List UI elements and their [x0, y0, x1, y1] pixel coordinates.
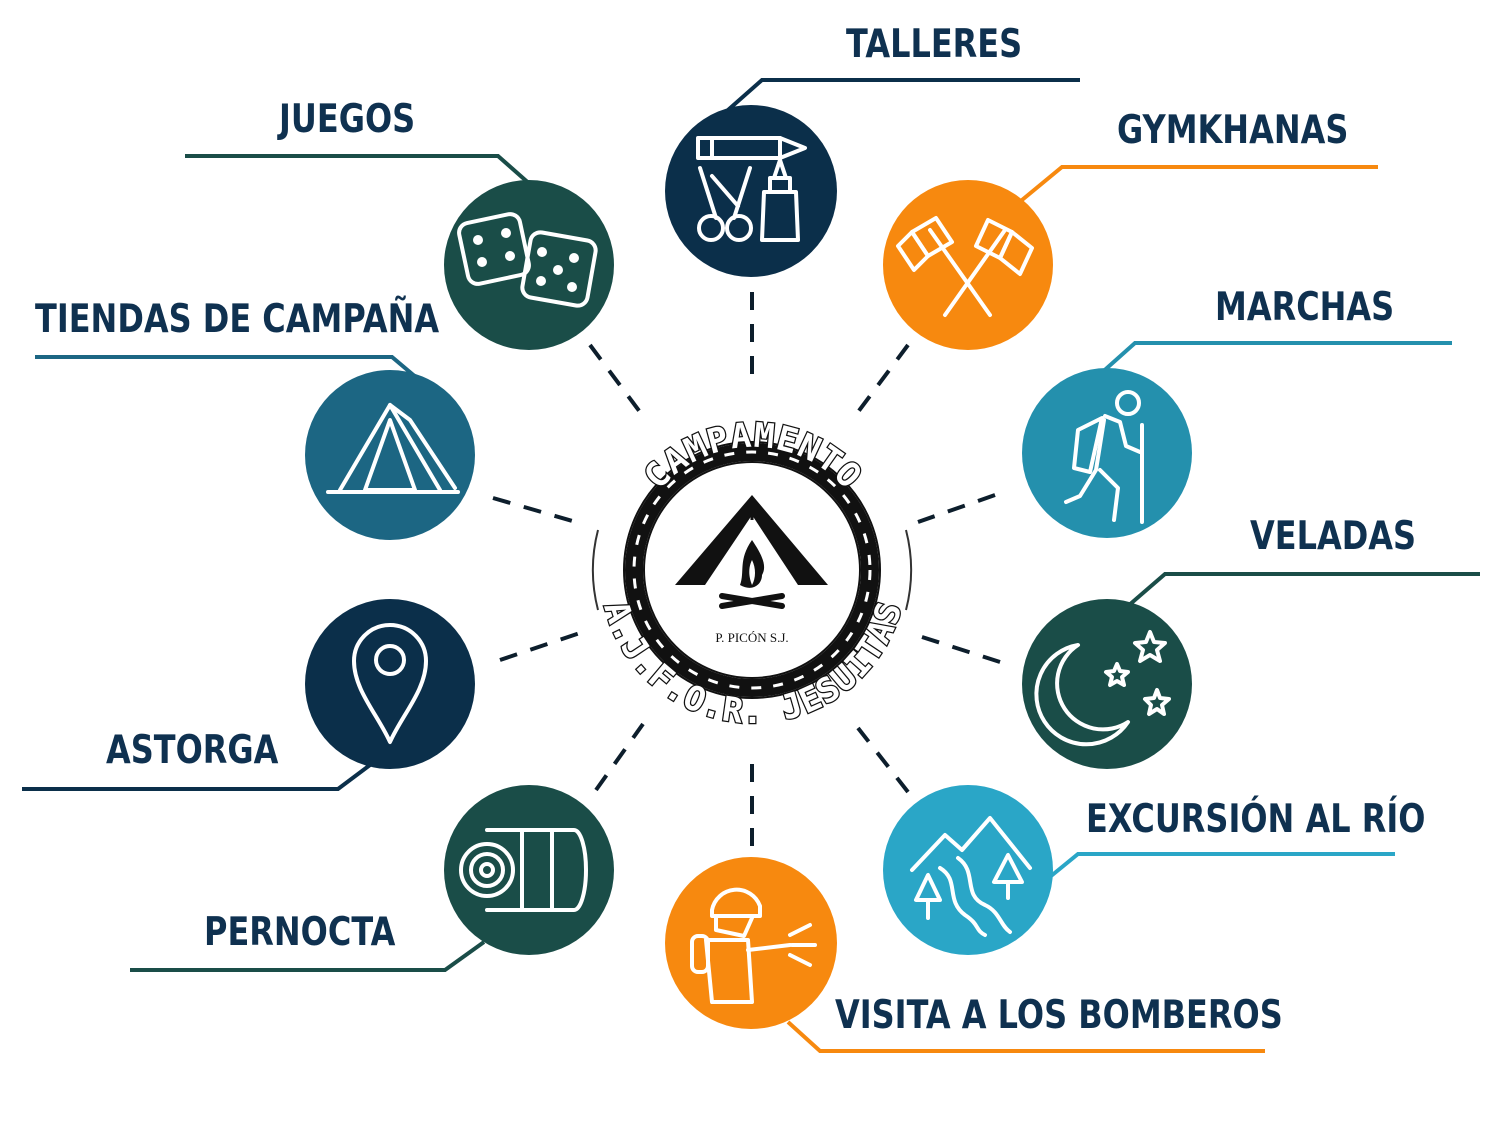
label-pernocta: PERNOCTA — [204, 910, 396, 955]
connector-excursion — [1038, 852, 1395, 887]
connector-marchas — [1096, 341, 1452, 378]
label-juegos: JUEGOS — [279, 97, 416, 142]
label-astorga: ASTORGA — [106, 728, 279, 773]
dice-dots — [473, 228, 579, 292]
crossed-flags-icon — [896, 216, 1034, 317]
spoke-tiendas — [492, 496, 577, 524]
label-talleres: TALLERES — [846, 22, 1023, 67]
circle-veladas — [1022, 599, 1192, 769]
label-excursion: EXCURSIÓN AL RÍO — [1086, 797, 1426, 842]
spoke-pernocta — [594, 722, 645, 792]
circle-talleres — [665, 105, 837, 277]
connector-gymkhanas — [1020, 165, 1378, 202]
moon-stars-icon — [1034, 630, 1171, 747]
spoke-veladas — [921, 635, 1001, 664]
mountain-river-icon — [910, 816, 1032, 937]
label-tiendas: TIENDAS DE CAMPAÑA — [35, 297, 440, 342]
spoke-gymkhanas — [856, 343, 910, 414]
map-pin-icon — [352, 623, 428, 744]
circle-pernocta — [444, 785, 614, 955]
label-marchas: MARCHAS — [1215, 285, 1395, 330]
spoke-juegos — [588, 343, 642, 414]
label-gymkhanas: GYMKHANAS — [1117, 108, 1349, 153]
label-veladas: VELADAS — [1250, 514, 1417, 559]
circle-bomberos — [665, 857, 837, 1029]
label-bomberos: VISITA A LOS BOMBEROS — [835, 993, 1283, 1038]
campamento-emblem: CAMPAMENTO A.J.F.O.R. JESUITAS P. PICÓN … — [591, 414, 913, 733]
connector-pernocta — [130, 940, 486, 972]
spoke-astorga — [499, 631, 581, 662]
circle-marchas — [1022, 368, 1192, 538]
connector-astorga — [22, 760, 376, 791]
emblem-signature: P. PICÓN S.J. — [715, 630, 788, 645]
hiker-icon — [1064, 390, 1144, 524]
connector-talleres — [726, 78, 1080, 112]
circle-tiendas — [305, 370, 475, 540]
connector-veladas — [1126, 572, 1480, 608]
connector-bomberos — [786, 1020, 1265, 1053]
spoke-marchas — [917, 493, 996, 524]
spoke-excursion — [856, 726, 910, 794]
sleeping-bag-icon — [459, 828, 588, 912]
tent-icon — [326, 403, 460, 494]
circle-astorga — [305, 599, 475, 769]
craft-tools-icon — [696, 136, 807, 242]
dice-icon — [457, 212, 598, 308]
firefighter-icon — [690, 887, 817, 1004]
connector-juegos — [185, 154, 534, 188]
